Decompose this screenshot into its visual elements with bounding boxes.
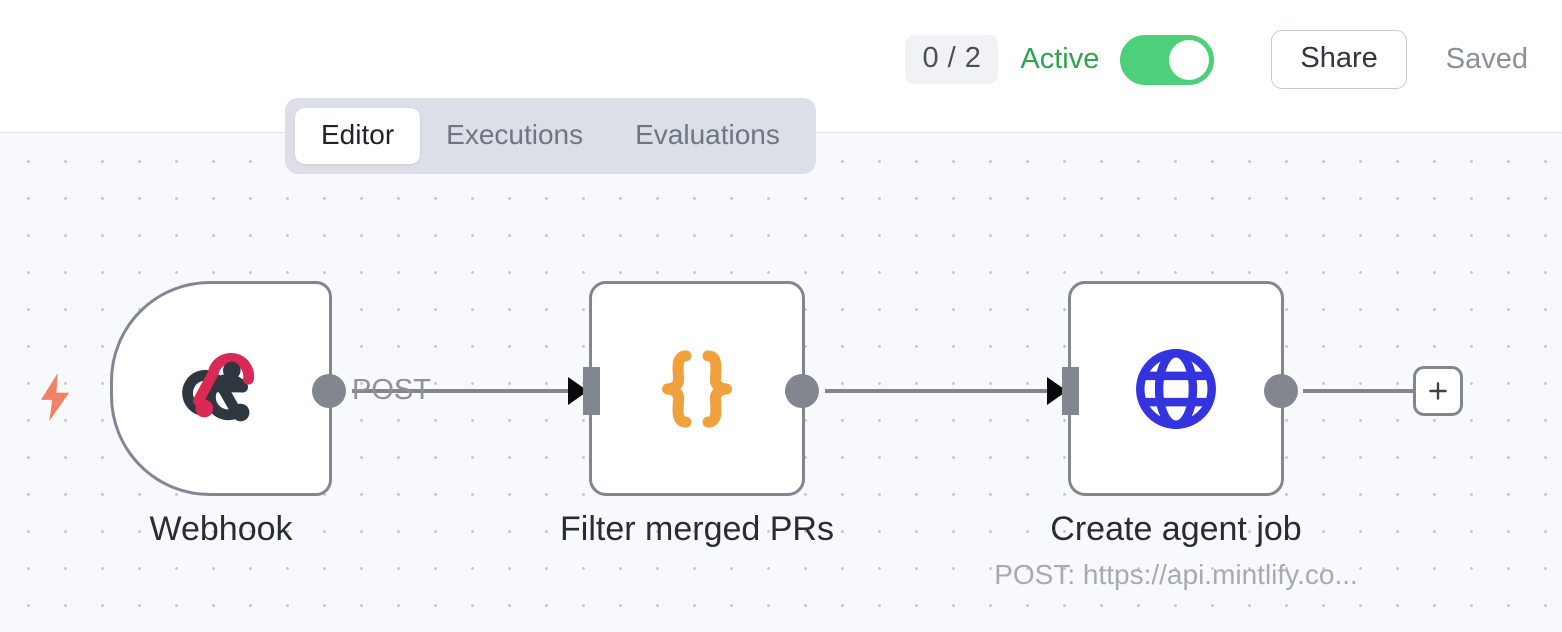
- header-actions: 0 / 2 Active Share Saved: [905, 30, 1528, 89]
- node-webhook-label: Webhook: [149, 510, 293, 548]
- http-input-port[interactable]: [1062, 367, 1079, 415]
- run-count-badge: 0 / 2: [905, 35, 999, 84]
- tab-evaluations[interactable]: Evaluations: [635, 119, 780, 150]
- flow-canvas[interactable]: Webhook POST Filter merged PRs: [0, 133, 1562, 632]
- add-node-button[interactable]: [1413, 366, 1463, 416]
- webhook-icon: [113, 284, 329, 493]
- edge-webhook-filter-label: POST: [352, 374, 431, 406]
- view-tabs: Editor Executions Evaluations: [285, 98, 816, 174]
- filter-output-port[interactable]: [785, 374, 819, 408]
- share-button[interactable]: Share: [1271, 30, 1407, 89]
- node-webhook[interactable]: [110, 281, 346, 496]
- lightning-bolt-icon: [38, 373, 72, 421]
- saved-status-label: Saved: [1445, 43, 1528, 75]
- active-toggle[interactable]: [1120, 34, 1215, 85]
- node-filter-label: Filter merged PRs: [560, 510, 834, 548]
- globe-icon: [1071, 284, 1281, 493]
- http-output-port[interactable]: [1264, 374, 1298, 408]
- tab-editor[interactable]: Editor: [295, 108, 421, 164]
- code-braces-icon: [592, 284, 802, 493]
- edge-http-add[interactable]: [1303, 389, 1413, 393]
- node-http-subtitle: POST: https://api.mintlify.co...: [994, 559, 1358, 590]
- webhook-output-port[interactable]: [312, 374, 346, 408]
- active-status-label: Active: [1020, 43, 1100, 75]
- tab-executions[interactable]: Executions: [446, 119, 584, 150]
- edge-filter-http[interactable]: [825, 389, 1062, 393]
- filter-input-port[interactable]: [583, 367, 600, 415]
- node-http-label: Create agent job: [1050, 510, 1302, 548]
- node-create-agent-job[interactable]: [1062, 281, 1298, 496]
- toggle-knob: [1169, 39, 1210, 80]
- node-filter-merged-prs[interactable]: [583, 281, 819, 496]
- edge-webhook-filter[interactable]: [352, 389, 584, 393]
